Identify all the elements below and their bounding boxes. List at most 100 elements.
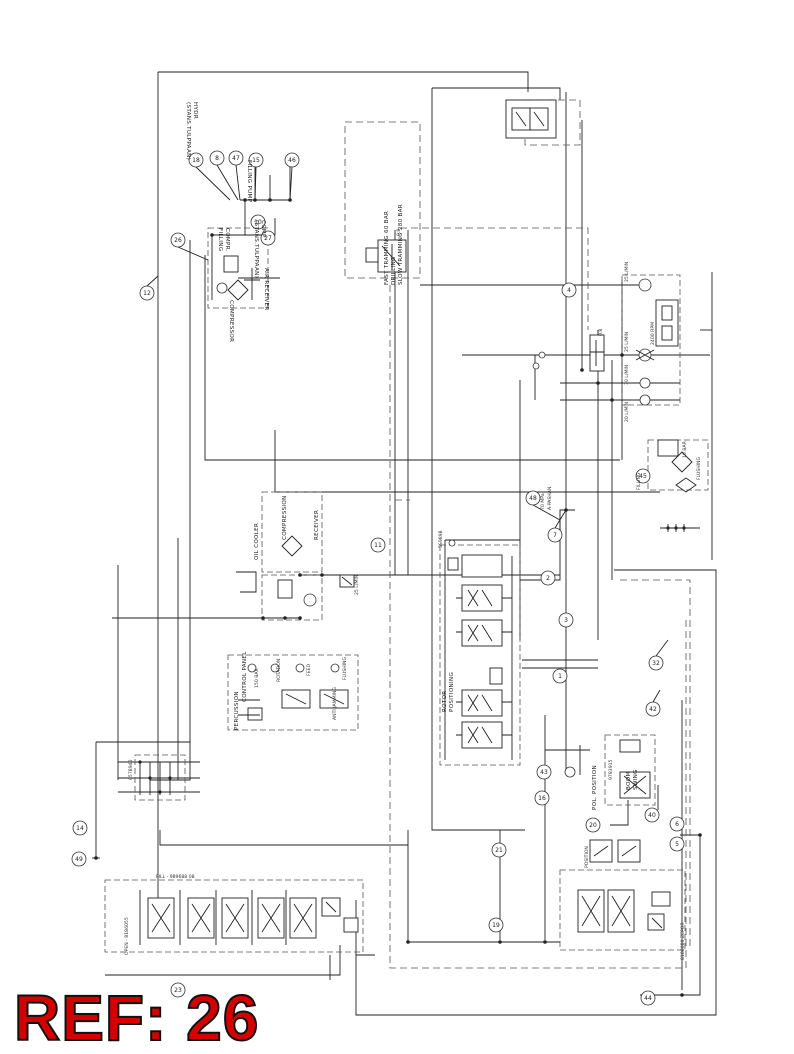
- label-rotation: ROTATION: [276, 659, 282, 682]
- callout-23: 23: [170, 982, 186, 998]
- left-distribution: [134, 754, 186, 801]
- svg-text:6: 6: [675, 821, 679, 828]
- svg-text:19: 19: [492, 922, 500, 929]
- label-comp: COMP(STANS.TULPPAAN): [253, 220, 266, 278]
- callout-12: 12: [139, 285, 155, 301]
- label-flow-25-mid: 25 L/MIN: [624, 332, 630, 352]
- label-filling-right: FILLING: [636, 472, 642, 490]
- svg-text:26: 26: [174, 237, 182, 244]
- svg-text:23: 23: [174, 987, 182, 994]
- svg-text:44: 44: [644, 995, 652, 1002]
- callout-16: 16: [534, 790, 550, 806]
- svg-text:7: 7: [553, 532, 557, 539]
- label-boom-swing: BOOMSWING: [626, 769, 639, 790]
- callout-21: 21: [491, 842, 507, 858]
- label-anti-jamming: ANTI JAMMING: [332, 687, 338, 720]
- right-bank-sections: [577, 889, 671, 933]
- pump-group: [621, 274, 681, 406]
- label-pressure-150: 150 BAR: [254, 667, 260, 688]
- svg-text:43: 43: [540, 769, 548, 776]
- svg-text:2: 2: [546, 575, 550, 582]
- svg-text:10: 10: [254, 219, 262, 226]
- rotor-valve-stack: [439, 544, 521, 766]
- callout-19: 19: [488, 917, 504, 933]
- callout-1: 1: [552, 668, 568, 684]
- label-val-08-top: 0.8: [396, 229, 402, 236]
- callout-43: 43: [536, 764, 552, 780]
- label-bottom-right-part: 8186080 ZEPOR: [680, 922, 686, 960]
- callout-46: 46: [284, 152, 300, 168]
- components: [104, 99, 709, 953]
- svg-text:49: 49: [75, 856, 83, 863]
- svg-text:48: 48: [529, 495, 537, 502]
- compressor-group: [207, 227, 269, 309]
- callout-bubbles: 12 26 18 8 47 15 46 10 27 4 45 48 7 11 2…: [71, 150, 685, 1006]
- callout-2: 2: [540, 570, 556, 586]
- label-flushing-panel: FLUSHING: [342, 657, 348, 680]
- label-flow-20: 20 L/MIN: [624, 402, 630, 422]
- svg-text:40: 40: [648, 812, 656, 819]
- label-hydr-tank: HYDR(STANS.TULPPAAN): [185, 102, 198, 160]
- callout-44: 44: [640, 990, 656, 1006]
- left-bank-sections: [139, 890, 359, 945]
- callout-48-top: 48: [525, 490, 541, 506]
- svg-text:8: 8: [215, 155, 219, 162]
- callout-3: 3: [558, 612, 574, 628]
- callout-8: 8: [209, 150, 225, 166]
- label-pol-position: POL. POSITION: [592, 765, 598, 810]
- boom-swing-group: [604, 734, 656, 806]
- svg-text:3: 3: [564, 617, 568, 624]
- svg-text:15: 15: [252, 157, 260, 164]
- svg-text:21: 21: [495, 847, 503, 854]
- callout-11: 11: [370, 537, 386, 553]
- callout-27: 27: [260, 230, 276, 246]
- label-oil-cooler: OIL COOLER: [254, 523, 260, 560]
- label-rotor-positioning: ROTORPOSITIONING: [442, 672, 455, 712]
- callout-20: 20: [585, 817, 601, 833]
- callout-14: 14: [72, 820, 88, 836]
- svg-text:14: 14: [76, 825, 84, 832]
- svg-text:11: 11: [374, 542, 382, 549]
- callout-10: 10: [250, 214, 266, 230]
- label-bottom-left-part: OPEN - 8186055: [124, 917, 130, 955]
- label-flushing-right: FLUSHING: [696, 457, 702, 480]
- main-lines: [92, 71, 717, 1016]
- callout-45: 45: [635, 468, 651, 484]
- callout-42-right: 42: [645, 701, 661, 717]
- label-val-08-mid: 0.8: [598, 329, 604, 336]
- cooler-lower-group: [261, 574, 323, 621]
- callout-18: 18: [188, 152, 204, 168]
- oil-cooler-group: [261, 491, 323, 573]
- callout-26: 26: [170, 232, 186, 248]
- label-10bar: 10 BAR: [682, 440, 688, 458]
- svg-text:20: 20: [589, 822, 597, 829]
- valve-stack-sections: [447, 554, 513, 760]
- callout-6: 6: [669, 816, 685, 832]
- label-bottom-left-top: FILL - 989688 08: [156, 874, 195, 880]
- callout-4: 4: [561, 282, 577, 298]
- label-bottom-right-pos: POSITION: [584, 846, 590, 868]
- svg-text:12: 12: [143, 290, 151, 297]
- svg-text:45: 45: [639, 473, 647, 480]
- label-part-top-valve: 5S9898: [438, 530, 444, 548]
- label-filling-pump: FILLING PUMP: [246, 160, 252, 203]
- svg-text:16: 16: [538, 795, 546, 802]
- text-labels: HYDR(STANS.TULPPAAN) FILLING PUMP COMP(S…: [124, 102, 702, 960]
- label-part-left: 0578946: [128, 759, 134, 780]
- label-flow-25-top: 25 L/MIN: [624, 262, 630, 282]
- svg-text:27: 27: [264, 235, 272, 242]
- callout-47: 47: [228, 150, 244, 166]
- svg-text:18: 18: [192, 157, 200, 164]
- svg-text:4: 4: [567, 287, 571, 294]
- svg-text:32: 32: [652, 660, 660, 667]
- callout-7: 7: [547, 527, 563, 543]
- svg-text:1: 1: [558, 673, 562, 680]
- svg-text:47: 47: [232, 155, 240, 162]
- callout-40: 40: [644, 807, 660, 823]
- callout-32: 32: [648, 655, 664, 671]
- label-feed: FEED: [306, 664, 312, 676]
- label-rpm-2400: 2400 RPM: [650, 322, 656, 345]
- label-flow-25-cooler: 25 L/MIN: [354, 575, 360, 595]
